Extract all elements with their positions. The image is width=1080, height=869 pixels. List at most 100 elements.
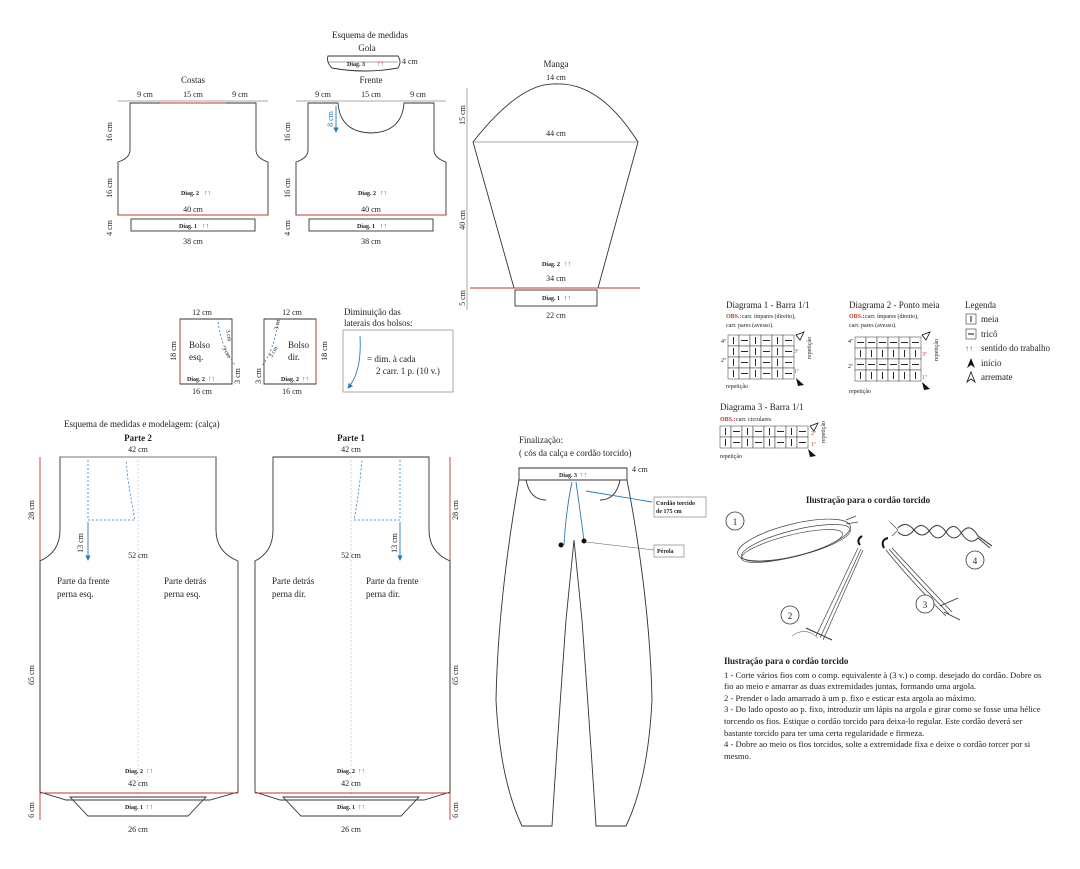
cord-illustration: Ilustração para o cordão torcido 1 2	[725, 495, 993, 641]
cord-step-3: 3 - Do lado oposto ao p. fixo, introduzi…	[724, 704, 1041, 738]
cord-step-1: 1 - Corte vários fios com o comp. equiva…	[724, 669, 1042, 692]
d3-start-icon	[808, 449, 816, 457]
legend-title: Legenda	[965, 300, 996, 310]
cord-step1-drawing	[737, 515, 859, 563]
bolso-dir-side: 3 cm	[254, 367, 263, 384]
d3-title: Diagrama 3 - Barra 1/1	[720, 402, 803, 412]
bolso-esq-diag: Diag. 2	[187, 377, 205, 383]
frente-top-right: 9 cm	[410, 90, 427, 99]
cord-illus-title: Ilustração para o cordão torcido	[806, 495, 931, 505]
manga-length: 40 cm	[458, 209, 467, 230]
parte2-top: 42 cm	[128, 445, 149, 454]
calca-title: Esquema de medidas e modelagem: (calça)	[64, 419, 220, 429]
costas-rib-width: 38 cm	[183, 237, 204, 246]
parte1-bottom: 42 cm	[341, 779, 362, 788]
decrease-title-1: Diminuição das	[344, 307, 401, 317]
parte1-cuff-arrow-icon: ↑↑	[358, 803, 365, 811]
d2-start-icon	[922, 382, 930, 390]
manga-piece: Manga 14 cm 15 cm 44 cm 40 cm Diag. 2 ↑↑…	[458, 59, 640, 320]
bolso-esq-width: 16 cm	[192, 387, 213, 396]
manga-width-bottom: 34 cm	[546, 274, 567, 283]
diagram-2: Diagrama 2 - Ponto meia OBS.: carr. ímpa…	[848, 300, 940, 395]
bolso-esq-name-2: esq.	[189, 352, 203, 362]
arremate-icon	[966, 370, 976, 384]
d2-repeat: repetição	[849, 389, 871, 395]
bolso-esq-slant-a: 3 cm	[224, 329, 232, 342]
manga-diag-cuff: Diag. 1	[542, 296, 560, 302]
cord-n1: 1	[733, 517, 738, 527]
frente-top-left: 9 cm	[315, 90, 332, 99]
parte1-diag-body: Diag. 2	[337, 769, 355, 775]
parte1-cuff: 26 cm	[341, 825, 362, 834]
d3-obs-label: OBS.:	[720, 417, 736, 423]
d1-end-icon	[795, 331, 805, 341]
calca-parte2: Parte 2 42 cm 13 cm 28 cm 52 cm Parte da…	[27, 433, 239, 834]
parte1-h-cuff: 6 cm	[451, 801, 460, 818]
legend-meia: meia	[981, 314, 999, 324]
d3-obs-1: carr. circulares	[736, 417, 772, 423]
d1-obs-2: carr. pares (avesso).	[726, 322, 774, 329]
parte1-label-right-2: perna dir.	[366, 589, 400, 599]
legend-trico: tricô	[981, 329, 998, 339]
d2-end-icon	[921, 331, 931, 341]
parte2-label-left-1: Parte da frente	[57, 576, 109, 586]
costas-diag-rib: Diag. 1	[179, 224, 197, 230]
parte2-label-left-2: perna esq.	[57, 589, 93, 599]
frente-h-upper: 16 cm	[283, 121, 292, 142]
gola-piece: Gola Diag. 3 ↑↑ 4 cm	[327, 43, 419, 72]
parte2-h-cuff: 6 cm	[27, 801, 36, 818]
diagram-3: Diagrama 3 - Barra 1/1 OBS.: carr. circu…	[719, 402, 827, 460]
parte1-crotch: 13 cm	[390, 532, 399, 553]
d3-row2: 2ª	[811, 431, 816, 437]
bolso-decrease-note: Diminuição das laterais dos bolsos: = di…	[342, 307, 454, 393]
cord-label-2: de 175 cm	[656, 509, 682, 515]
manga-cap-height: 15 cm	[458, 104, 467, 125]
manga-top: 14 cm	[546, 73, 567, 82]
top-title: Esquema de medidas	[332, 30, 408, 40]
cord-step-2: 2 - Prender o lado amarrado à um p. fixo…	[724, 692, 977, 703]
parte1-label-left-1: Parte detrás	[272, 576, 315, 586]
frente-piece: Frente 9 cm 15 cm 9 cm 8 cm 16 cm 16 cm …	[283, 75, 447, 246]
finalizacao-waist: 4 cm	[632, 465, 649, 474]
frente-rib-width: 38 cm	[361, 237, 382, 246]
bolso-esq-height: 18 cm	[169, 340, 178, 361]
parte1-diag-cuff: Diag. 1	[337, 805, 355, 811]
frente-neck-depth: 8 cm	[326, 110, 335, 127]
parte1-label-left-2: perna dir.	[272, 589, 306, 599]
parte2-arrow-icon: ↑↑	[146, 767, 153, 775]
manga-title: Manga	[544, 59, 569, 69]
manga-cuff-width: 22 cm	[546, 311, 567, 320]
parte2-diag-cuff: Diag. 1	[125, 805, 143, 811]
gola-arrow-icon: ↑↑	[377, 60, 384, 68]
frente-diag-body: Diag. 2	[358, 191, 376, 197]
calca-parte1: Parte 1 42 cm 13 cm 28 cm 52 cm Parte de…	[254, 433, 460, 834]
manga-width-top: 44 cm	[546, 129, 567, 138]
decrease-title-2: laterais dos bolsos:	[344, 318, 413, 328]
bolso-dir-name-2: dir.	[288, 352, 300, 362]
d3-repeat: repetição	[720, 454, 742, 460]
costas-h-rib: 4 cm	[105, 219, 114, 236]
bolso-esq-side: 3 cm	[233, 367, 242, 384]
costas-h-lower: 16 cm	[105, 177, 114, 198]
gola-diag: Diag. 3	[347, 62, 365, 68]
d1-grid	[727, 334, 795, 380]
bolso-dir-arrow-icon: ↑↑	[302, 375, 309, 383]
frente-top-center: 15 cm	[361, 90, 382, 99]
parte1-hip: 52 cm	[341, 551, 362, 560]
frente-title: Frente	[360, 75, 383, 85]
cord-n4: 4	[973, 556, 978, 566]
d1-obs-1: carr. ímpares (direito),	[742, 313, 796, 320]
finalizacao-arrow-icon: ↑↑	[580, 471, 587, 479]
costas-rib-arrow-icon: ↑↑	[202, 222, 209, 230]
d2-obs-1: carr. ímpares (direito),	[865, 313, 919, 320]
d1-row1: 1ª	[794, 369, 799, 375]
legend-inicio: início	[981, 358, 1002, 368]
decrease-text-1: = dim. à cada	[367, 354, 416, 364]
frente-arrow-icon: ↑↑	[380, 189, 387, 197]
finalizacao-figure: Finalização: ( cós da calça e cordão tor…	[495, 435, 707, 827]
parte2-label-right-2: perna esq.	[164, 589, 200, 599]
parte1-h-leg: 65 cm	[451, 664, 460, 685]
parte2-h-leg: 65 cm	[27, 664, 36, 685]
manga-cuff-height: 5 cm	[458, 289, 467, 306]
diagram-1: Diagrama 1 - Barra 1/1 OBS.: carr. ímpar…	[721, 300, 813, 390]
